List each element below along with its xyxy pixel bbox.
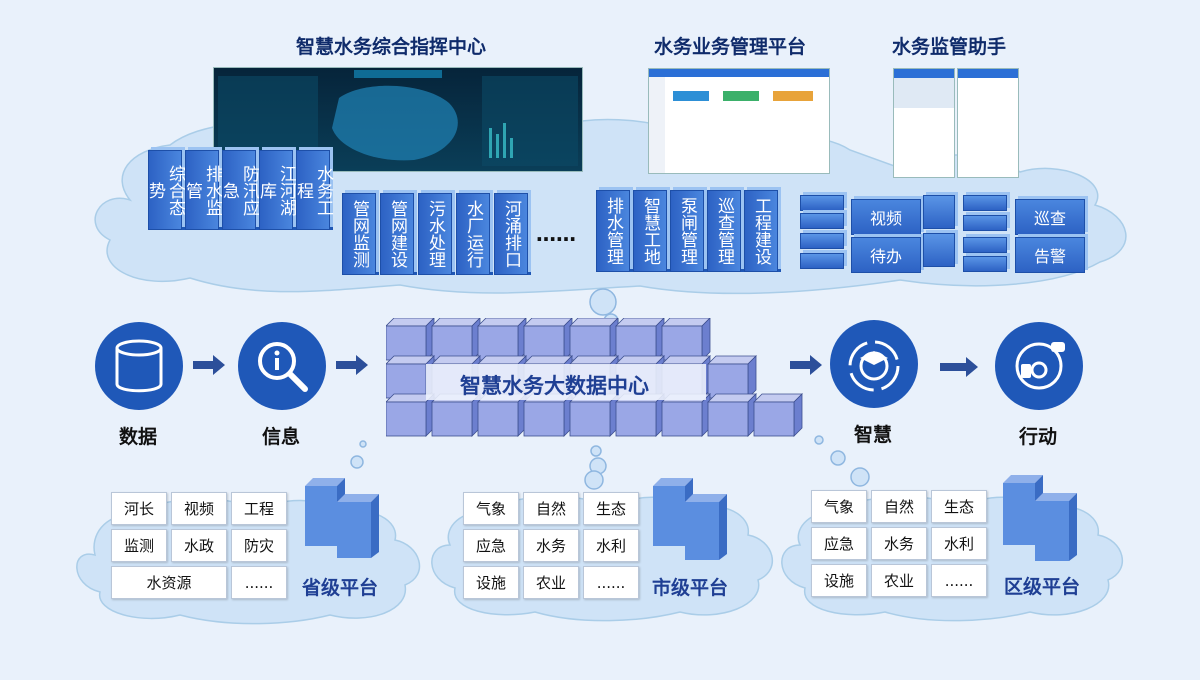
- box-排水管理: 排水管理: [596, 190, 630, 272]
- module-视频: 视频: [851, 199, 921, 235]
- city-grid: 气象 自然 生态 应急 水务 水利 设施 农业 ......: [463, 492, 639, 599]
- slab: [923, 195, 955, 229]
- cell-自然: 自然: [523, 492, 579, 525]
- wisdom-brain-icon: [830, 320, 918, 408]
- cell-农业: 农业: [523, 566, 579, 599]
- bubbles: [350, 288, 870, 490]
- cell-设施: 设施: [811, 564, 867, 597]
- cell-生态: 生态: [583, 492, 639, 525]
- box-水厂运行: 水厂运行: [456, 193, 490, 275]
- cell-农业: 农业: [871, 564, 927, 597]
- assistant-title: 水务监管助手: [892, 36, 1007, 58]
- cell-气象: 气象: [811, 490, 867, 523]
- box-污水处理: 污水处理: [418, 193, 452, 275]
- cell-水务: 水务: [871, 527, 927, 560]
- slab: [963, 215, 1007, 231]
- business-platform-screenshot: [648, 68, 830, 174]
- cell-水利: 水利: [931, 527, 987, 560]
- box-管网建设: 管网建设: [380, 193, 414, 275]
- slab: [923, 233, 955, 267]
- mobile-screenshot-right: [957, 68, 1019, 178]
- data-center-cubes: [386, 318, 803, 437]
- module-告警: 告警: [1015, 237, 1085, 273]
- business-platform-title: 水务业务管理平台: [654, 36, 807, 58]
- cell-水资源: 水资源: [111, 566, 227, 599]
- dashboard-graphic: [218, 70, 578, 166]
- box-排水监管: 排水监管: [182, 150, 222, 230]
- city-server-icon: [653, 478, 727, 560]
- cell-应急: 应急: [811, 527, 867, 560]
- box-江河湖库: 江河湖库: [256, 150, 296, 230]
- slab: [963, 237, 1007, 253]
- cell-气象: 气象: [463, 492, 519, 525]
- label-行动: 行动: [1019, 426, 1058, 448]
- box-工程建设: 工程建设: [744, 190, 778, 272]
- cell-生态: 生态: [931, 490, 987, 523]
- ellipsis-text: ……: [536, 222, 576, 246]
- slab: [800, 213, 844, 229]
- cell-ellipsis: ......: [931, 564, 987, 597]
- database-icon: [95, 322, 183, 410]
- slab: [800, 195, 844, 211]
- cell-自然: 自然: [871, 490, 927, 523]
- info-search-icon: [238, 322, 326, 410]
- box-综合态势: 综合态势: [145, 150, 185, 230]
- module-待办: 待办: [851, 237, 921, 273]
- cell-监测: 监测: [111, 529, 167, 562]
- cell-水政: 水政: [171, 529, 227, 562]
- district-title: 区级平台: [1004, 576, 1081, 598]
- mobile-screenshot-left: [893, 68, 955, 178]
- box-管网监测: 管网监测: [342, 193, 376, 275]
- cell-水务: 水务: [523, 529, 579, 562]
- city-title: 市级平台: [652, 577, 729, 599]
- command-center-title: 智慧水务综合指挥中心: [296, 36, 487, 58]
- box-水务工程: 水务工程: [293, 150, 333, 230]
- box-河涌排口: 河涌排口: [494, 193, 528, 275]
- box-泵闸管理: 泵闸管理: [670, 190, 704, 272]
- cell-设施: 设施: [463, 566, 519, 599]
- box-智慧工地: 智慧工地: [633, 190, 667, 272]
- box-巡查管理: 巡查管理: [707, 190, 741, 272]
- cell-ellipsis: ......: [231, 566, 287, 599]
- cell-ellipsis: ......: [583, 566, 639, 599]
- cell-应急: 应急: [463, 529, 519, 562]
- cell-河长: 河长: [111, 492, 167, 525]
- district-grid: 气象 自然 生态 应急 水务 水利 设施 农业 ......: [811, 490, 987, 597]
- provincial-title: 省级平台: [302, 577, 379, 599]
- action-icon: [995, 322, 1083, 410]
- slab: [963, 256, 1007, 272]
- label-数据: 数据: [119, 426, 158, 448]
- slab: [800, 233, 844, 249]
- flow-arrows: [193, 355, 978, 377]
- box-防汛应急: 防汛应急: [219, 150, 259, 230]
- data-center-title: 智慧水务大数据中心: [460, 374, 649, 398]
- district-server-icon: [1003, 475, 1077, 561]
- slab: [800, 253, 844, 269]
- cell-工程: 工程: [231, 492, 287, 525]
- provincial-server-icon: [305, 478, 379, 558]
- cell-水利: 水利: [583, 529, 639, 562]
- cell-防灾: 防灾: [231, 529, 287, 562]
- label-信息: 信息: [262, 426, 301, 448]
- module-巡查: 巡查: [1015, 199, 1085, 235]
- slab: [963, 195, 1007, 211]
- provincial-grid: 河长 视频 工程 监测 水政 防灾 水资源 ......: [111, 492, 287, 599]
- label-智慧: 智慧: [854, 424, 893, 446]
- cell-视频: 视频: [171, 492, 227, 525]
